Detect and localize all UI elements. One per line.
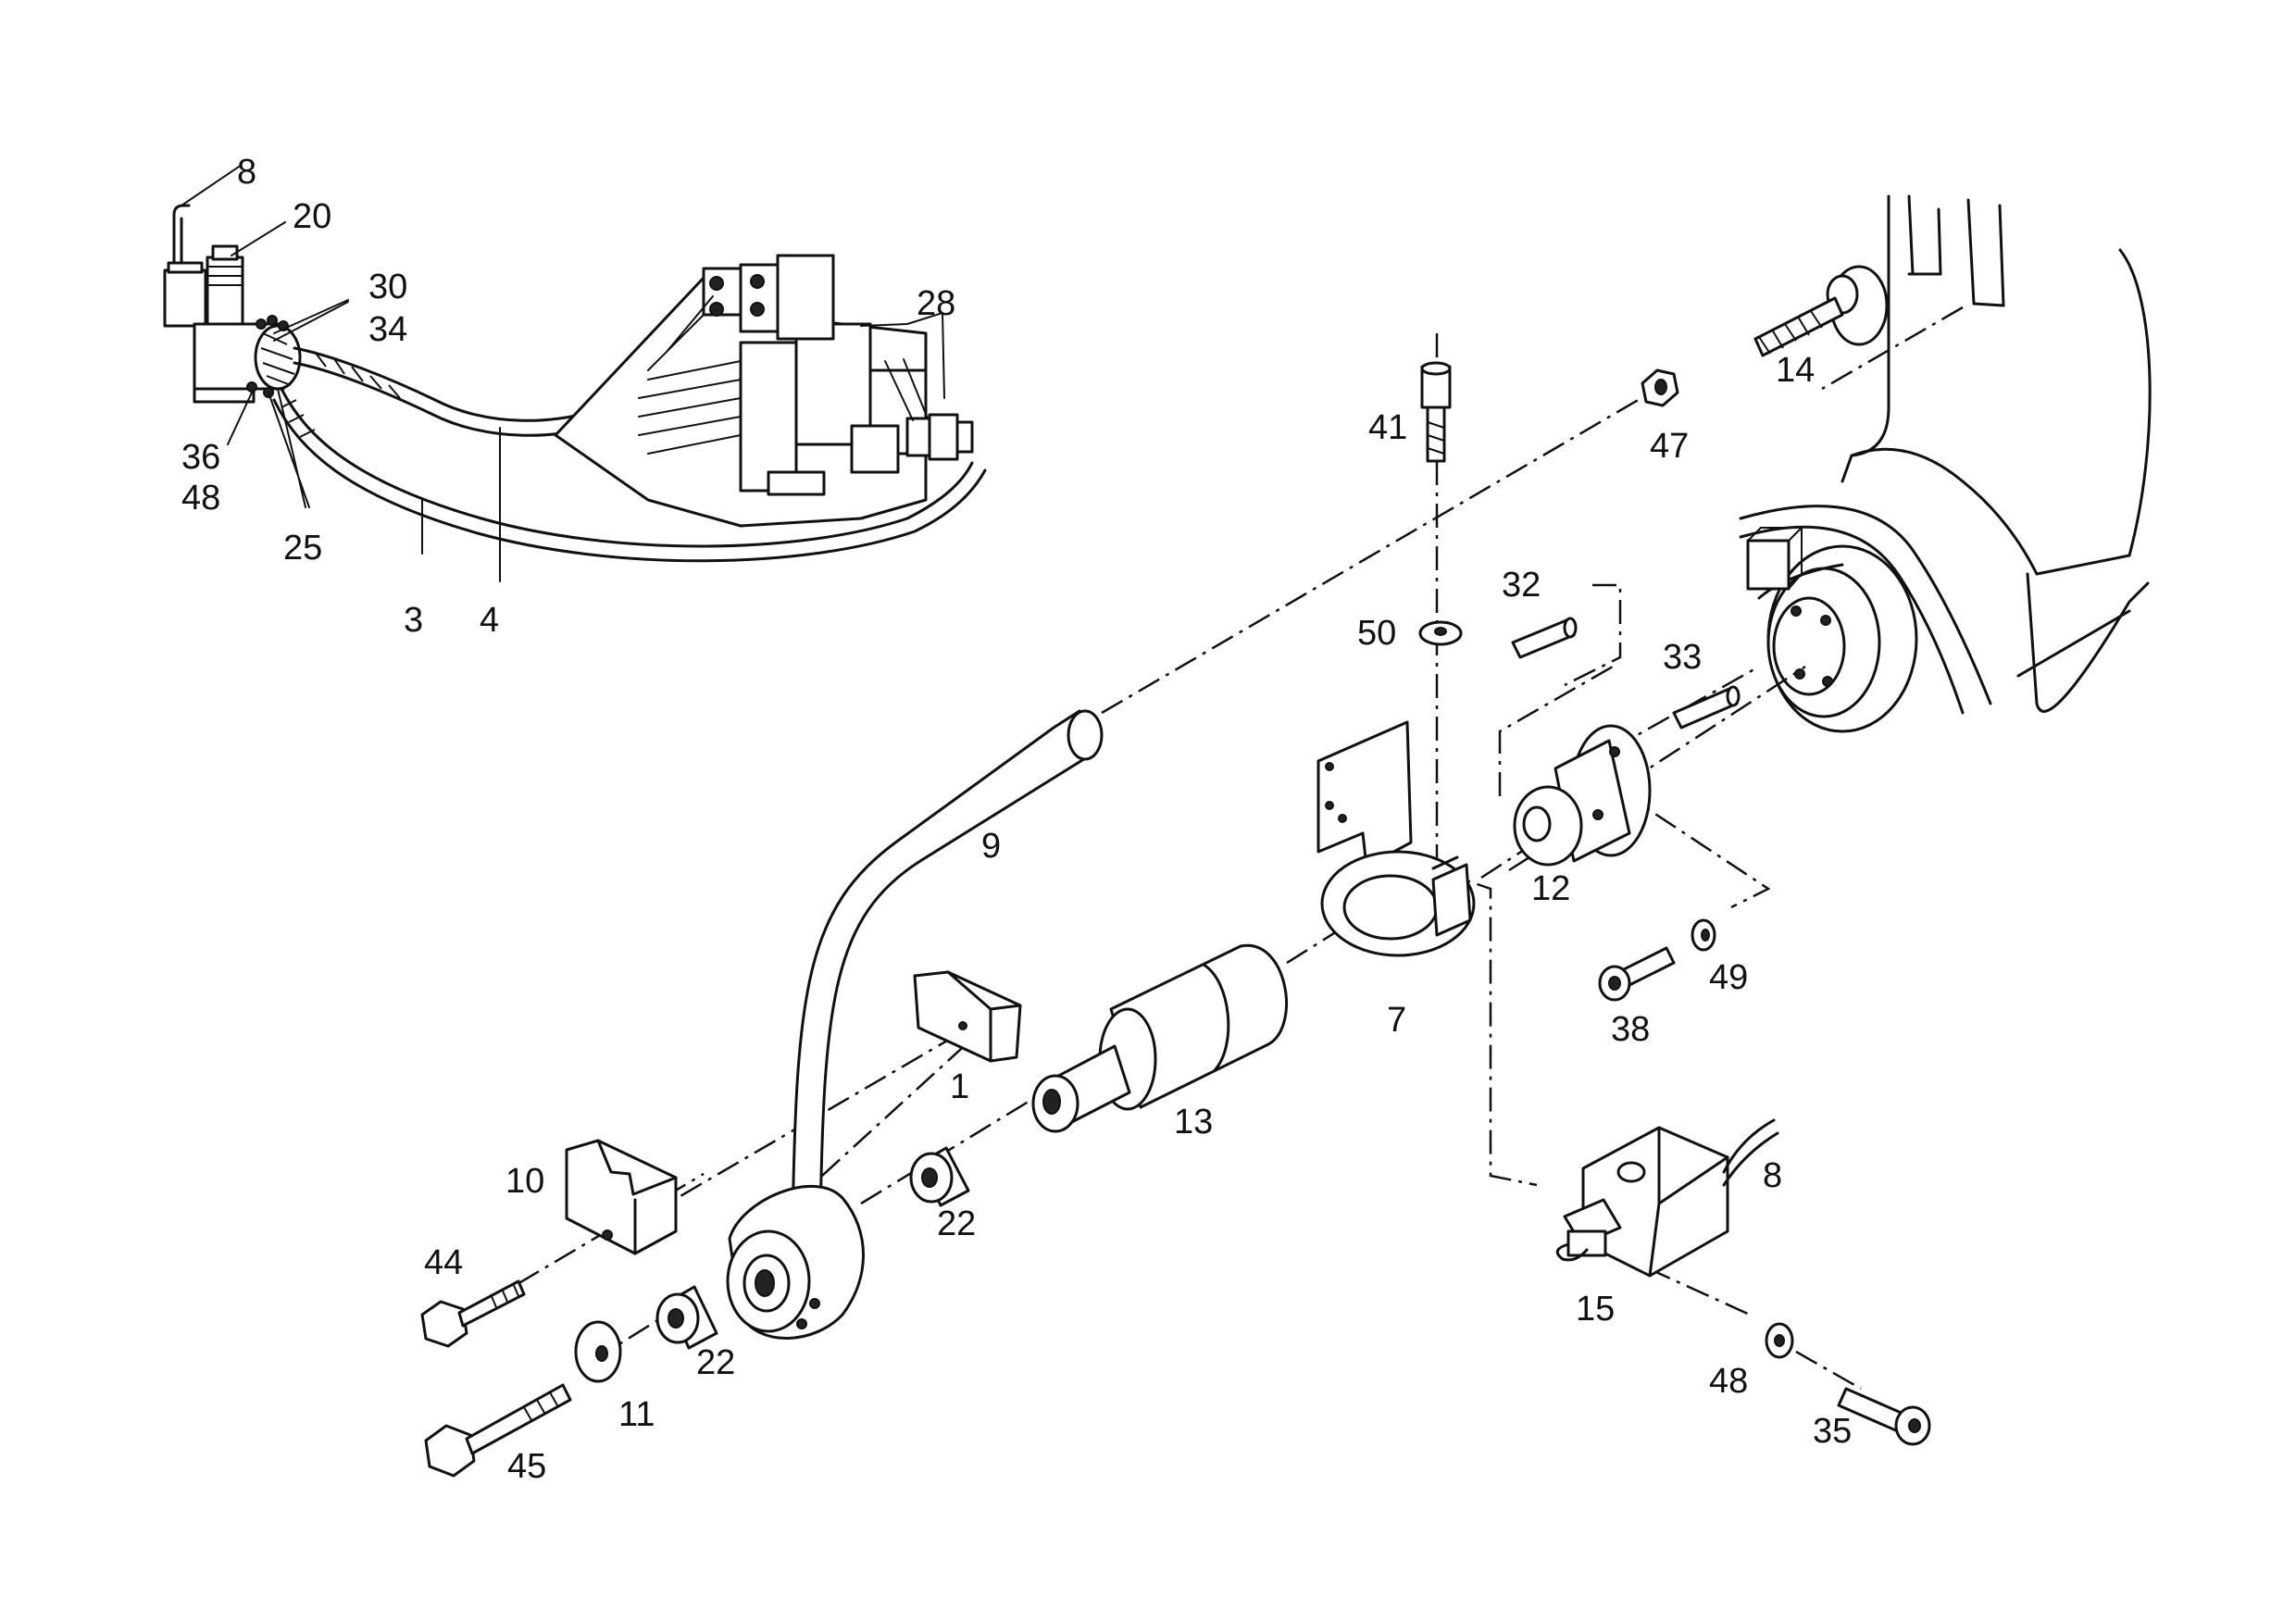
part-38-cap-screw — [1598, 946, 1676, 1002]
label-49: 49 — [1709, 958, 1748, 997]
valve-hose-assembly-inset — [163, 166, 987, 582]
label-41: 41 — [1368, 408, 1407, 447]
label-12: 12 — [1531, 869, 1570, 908]
machine-body-background — [1739, 194, 2152, 733]
label-36: 36 — [181, 438, 220, 477]
label-30: 30 — [368, 268, 407, 306]
part-41-cap-screw — [1420, 361, 1452, 463]
label-22-upper: 22 — [937, 1204, 976, 1243]
label-32: 32 — [1502, 566, 1541, 605]
label-20: 20 — [293, 197, 331, 236]
part-22-bushing-lower — [655, 1285, 718, 1350]
part-35-cap-screw — [1837, 1387, 1931, 1446]
label-45: 45 — [507, 1447, 546, 1486]
label-1: 1 — [950, 1067, 969, 1106]
label-15: 15 — [1576, 1290, 1615, 1329]
label-28: 28 — [917, 284, 955, 323]
label-35: 35 — [1813, 1412, 1852, 1451]
part-10-bracket-block — [565, 1139, 678, 1255]
part-22-bushing-upper — [909, 1146, 970, 1207]
label-3: 3 — [404, 601, 423, 640]
part-11-washer — [574, 1320, 622, 1383]
label-25: 25 — [283, 529, 322, 568]
label-13: 13 — [1174, 1103, 1213, 1142]
part-49-washer — [1691, 918, 1716, 952]
label-9: 9 — [981, 827, 1001, 866]
part-7-clamp-collar — [1316, 720, 1476, 957]
label-8-top: 8 — [237, 153, 256, 192]
part-45-long-bolt — [424, 1383, 572, 1478]
label-33: 33 — [1663, 638, 1702, 677]
label-8-right: 8 — [1763, 1156, 1782, 1195]
label-4: 4 — [480, 601, 499, 640]
label-47: 47 — [1650, 427, 1689, 466]
part-33-roll-pin — [1672, 685, 1741, 730]
label-48-right: 48 — [1709, 1362, 1748, 1401]
label-22-lower: 22 — [696, 1343, 735, 1382]
part-48-washer-right — [1765, 1322, 1794, 1359]
part-15-switch — [1555, 1118, 1779, 1278]
label-7: 7 — [1387, 1001, 1406, 1040]
part-number-labels: 8 20 30 34 36 48 25 3 4 28 14 47 41 50 3… — [181, 153, 1852, 1486]
label-11: 11 — [618, 1395, 655, 1434]
label-44: 44 — [424, 1243, 463, 1282]
label-48-left: 48 — [181, 479, 220, 518]
label-10: 10 — [505, 1162, 544, 1201]
part-50-washer — [1418, 620, 1463, 646]
part-44-bolt — [420, 1279, 526, 1348]
part-32-roll-pin — [1511, 617, 1578, 659]
label-14: 14 — [1776, 351, 1815, 390]
part-12-flanged-bushing — [1513, 724, 1652, 867]
part-1-wedge-block — [913, 970, 1022, 1063]
part-47-nut — [1641, 368, 1679, 407]
part-13-shaft-roller — [1031, 943, 1288, 1133]
label-34: 34 — [368, 310, 407, 349]
label-38: 38 — [1611, 1010, 1650, 1049]
part-9-lever-handle — [726, 709, 1104, 1340]
label-50: 50 — [1357, 614, 1396, 653]
part-14-bolt-washer — [1753, 265, 1889, 357]
